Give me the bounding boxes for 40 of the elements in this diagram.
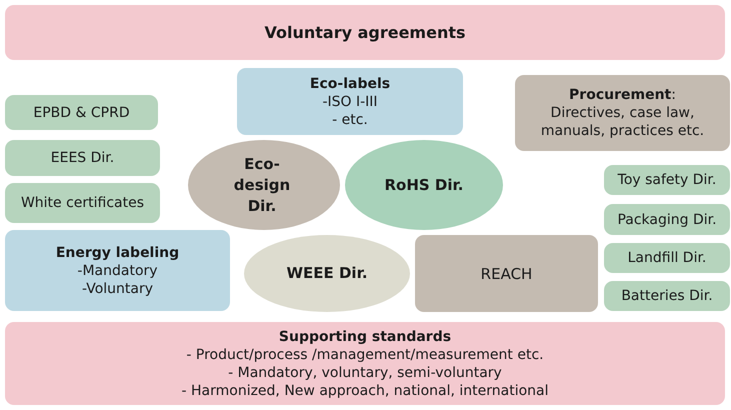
- box-text: EEES Dir.: [50, 149, 114, 167]
- category-box: [604, 204, 730, 235]
- box-text: -ISO I-III: [322, 92, 378, 110]
- box-heading: Supporting standards: [278, 328, 452, 346]
- category-box: [415, 235, 598, 312]
- box-text: EPBD & CPRD: [33, 104, 130, 122]
- category-box: [5, 95, 158, 130]
- category-box: [5, 183, 160, 223]
- category-box: [237, 68, 463, 135]
- box-heading: Eco-design Dir.: [232, 154, 292, 216]
- category-box: [515, 75, 730, 151]
- box-heading: RoHS Dir.: [384, 174, 464, 196]
- category-box: [5, 5, 725, 60]
- category-box: [5, 230, 230, 311]
- box-text: Batteries Dir.: [621, 287, 713, 305]
- ellipse-shape: [345, 140, 503, 230]
- ellipse-shape: [188, 140, 340, 230]
- box-heading: Eco-labels: [310, 74, 390, 92]
- box-heading: Energy labeling: [56, 244, 180, 262]
- box-text: Packaging Dir.: [617, 210, 717, 228]
- ellipse-shape: [244, 235, 410, 312]
- box-text: Directives, case law, manuals, practices etc.: [540, 104, 706, 140]
- box-text: - Mandatory, voluntary, semi-voluntary: [228, 364, 502, 382]
- box-text: Toy safety Dir.: [618, 171, 716, 189]
- box-text: Landfill Dir.: [628, 249, 706, 267]
- category-box: [604, 243, 730, 273]
- box-text: White certificates: [20, 194, 144, 212]
- box-text: -Voluntary: [82, 280, 154, 298]
- box-text: -Mandatory: [77, 262, 158, 280]
- box-heading: Voluntary agreements: [264, 24, 466, 42]
- box-text: - Harmonized, New approach, national, international: [182, 382, 548, 400]
- box-text: - Product/process /management/measurement etc.: [186, 346, 544, 364]
- box-heading: Procurement:: [569, 86, 676, 104]
- box-text: - etc.: [332, 110, 368, 128]
- box-text: REACH: [480, 264, 532, 282]
- category-box: [5, 140, 160, 176]
- category-box: [5, 322, 725, 405]
- category-box: [604, 165, 730, 195]
- category-box: [604, 281, 730, 311]
- box-heading: WEEE Dir.: [286, 263, 368, 284]
